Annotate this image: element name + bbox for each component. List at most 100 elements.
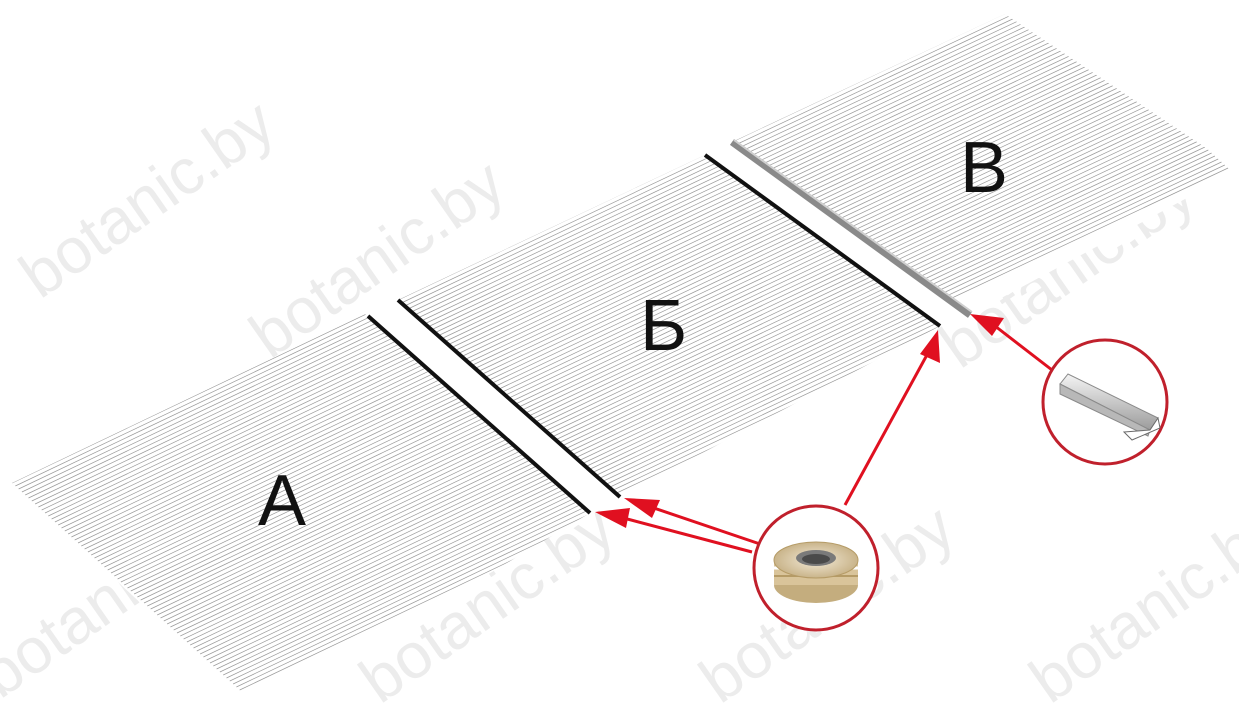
panel-rib-line	[787, 47, 1097, 194]
panel-rib-line	[857, 110, 1166, 257]
panel-rib-line	[470, 203, 813, 367]
panel-rib-line	[562, 287, 906, 451]
panel-rib-line	[837, 92, 1146, 239]
panel-rib-line	[886, 137, 1196, 284]
panel-rib-line	[900, 149, 1209, 296]
section-label-c: В	[960, 128, 1008, 208]
panel-rib-line	[526, 254, 869, 418]
panel-rib-line	[437, 173, 780, 337]
panel-rib-line	[913, 161, 1222, 308]
panel-rib-line	[778, 38, 1087, 185]
panel-rib-line	[34, 318, 424, 505]
panel-rib-line	[781, 41, 1090, 188]
arrow-to-seam-left	[615, 514, 753, 554]
sealing-tape-roll-icon	[773, 541, 859, 603]
panel-rib-line	[486, 218, 830, 382]
panel-rib-line	[130, 405, 519, 592]
panel-rib-line	[61, 342, 450, 529]
panel-rib-line	[853, 107, 1163, 254]
panel-rib-line	[48, 330, 437, 517]
panel-rib-line	[536, 263, 879, 427]
panel-rib-line	[44, 327, 434, 514]
panel-rib-line	[401, 155, 744, 304]
panel-rib-line	[226, 492, 590, 679]
panel-rib-line	[801, 59, 1110, 206]
panel-rib-line	[213, 480, 590, 667]
panel-rib-line	[592, 314, 935, 478]
panel-rib-line	[110, 387, 500, 574]
section-label-b: Б	[640, 286, 687, 366]
panel-rib-line	[506, 236, 850, 400]
panel-rib-line	[761, 23, 1070, 170]
panel-rib-line	[166, 438, 556, 625]
panel-rib-line	[219, 486, 590, 673]
panel-rib-line	[170, 441, 559, 628]
panel-rib-line	[572, 296, 916, 460]
panel-rib-line	[127, 402, 516, 589]
panel-rib-line	[602, 323, 940, 487]
panel-rib-line	[774, 35, 1084, 182]
panel-rib-line	[450, 185, 793, 349]
arrowhead-profile	[970, 314, 1004, 336]
panel-rib-line	[804, 62, 1113, 209]
panel-rib-line	[850, 104, 1159, 251]
panel-rib-line	[411, 155, 754, 313]
panel-rib-line	[81, 360, 470, 547]
panel-rib-line	[453, 188, 797, 352]
panel-rib-line	[867, 119, 1176, 266]
panel-rib-line	[519, 248, 863, 412]
panel-rib-line	[196, 465, 585, 652]
panel-rib-line	[738, 14, 1047, 149]
panel-rib-line	[510, 239, 853, 403]
panel-rib-line	[566, 290, 909, 454]
panel-rib-line	[447, 182, 790, 346]
panel-rib-line	[424, 161, 767, 325]
panel-rib-line	[824, 80, 1133, 227]
panel-rib-line	[576, 299, 919, 463]
panel-rib-line	[190, 459, 579, 646]
arrow-heads	[595, 314, 1004, 528]
panel-rib-line	[910, 158, 1219, 305]
panel-rib-line	[77, 357, 467, 544]
panel-rib-line	[569, 293, 912, 457]
panel-rib-line	[893, 143, 1202, 290]
panel-rib-line	[150, 423, 539, 610]
panel-rib-line	[41, 324, 430, 511]
panel-rib-line	[21, 314, 411, 493]
panel-rib-line	[157, 429, 546, 616]
panel-rib-line	[883, 134, 1192, 281]
panel-rib-line	[903, 152, 1212, 299]
panel-rib-line	[91, 369, 480, 556]
panel-rib-line	[114, 390, 503, 577]
panel-rib-line	[160, 432, 549, 619]
panel-rib-line	[25, 314, 414, 496]
panel-rib-line	[180, 450, 569, 637]
panel-rib-line	[444, 179, 787, 343]
panel-rib-line	[794, 53, 1103, 200]
panel-rib-line	[153, 426, 543, 613]
panel-rib-line	[173, 444, 562, 631]
panel-rib-line	[906, 155, 1216, 302]
panel-rib-line	[414, 155, 757, 316]
panel-rib-line	[15, 314, 404, 487]
panel-rib-line	[582, 305, 925, 469]
panel-rib-line	[797, 56, 1107, 203]
panel-b	[398, 155, 940, 497]
arrows	[615, 324, 1053, 554]
panel-rib-line	[840, 95, 1150, 242]
watermark-text: botanic.by	[1017, 490, 1239, 713]
panel-rib-line	[97, 375, 486, 562]
panel-rib-line	[768, 29, 1077, 176]
panel-rib-line	[863, 116, 1173, 263]
panel-rib-line	[480, 212, 823, 376]
panel-rib-line	[420, 158, 764, 322]
panel-rib-line	[847, 101, 1156, 248]
panel-rib-line	[107, 384, 496, 571]
panel-rib-line	[880, 131, 1189, 278]
arrow-to-seam-right	[644, 503, 761, 546]
panel-rib-line	[751, 14, 1060, 161]
panel-rib-line	[51, 333, 440, 520]
panel-rib-line	[523, 251, 866, 415]
panel-rib-line	[546, 272, 889, 436]
panel-rib-line	[143, 417, 533, 604]
